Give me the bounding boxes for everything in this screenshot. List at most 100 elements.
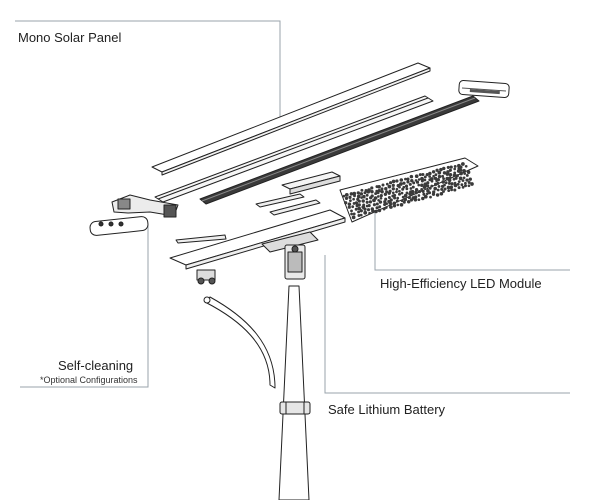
led-dot (400, 191, 404, 195)
led-dot (421, 190, 425, 193)
led-dot (420, 179, 424, 183)
led-dot (405, 191, 409, 195)
led-dot (401, 195, 405, 199)
led-dot (379, 196, 383, 200)
led-dot (426, 181, 430, 185)
led-dot (423, 178, 427, 182)
led-dot (447, 189, 451, 193)
led-dot (404, 184, 409, 188)
led-dot (391, 187, 395, 191)
led-dot (374, 209, 378, 214)
led-dot (396, 203, 400, 207)
led-dot (387, 196, 391, 199)
led-dot (413, 195, 418, 199)
led-dot (435, 168, 439, 172)
led-dot (374, 192, 378, 196)
led-dot (465, 178, 469, 182)
led-dot (410, 179, 414, 183)
led-dot (350, 209, 353, 213)
led-dot (384, 197, 388, 201)
led-dot (453, 164, 457, 168)
led-dot (377, 208, 382, 213)
led-dot (437, 184, 441, 188)
led-dot (352, 201, 356, 205)
led-dot (368, 211, 371, 215)
led-dot (367, 204, 371, 208)
led-dot (363, 207, 367, 211)
led-dot (436, 181, 440, 185)
led-dot (387, 184, 392, 189)
led-dot (457, 180, 461, 183)
led-dot (464, 164, 468, 168)
led-dot (349, 192, 354, 196)
led-dot (442, 190, 445, 193)
led-dot (461, 185, 465, 189)
led-dot (383, 192, 388, 196)
led-dot (365, 200, 369, 204)
led-dot (375, 202, 379, 206)
led-dot (370, 194, 374, 198)
led-dot (384, 187, 388, 191)
led-dot (449, 165, 453, 169)
module-strip-1 (255, 193, 305, 208)
led-dot (392, 204, 397, 208)
led-dot (422, 192, 426, 196)
led-dot (395, 190, 398, 194)
led-dot (460, 183, 464, 187)
led-dot (379, 193, 383, 198)
leader-lines (15, 20, 570, 394)
led-dot (405, 187, 409, 191)
led-dot (435, 193, 440, 197)
led-dot (441, 180, 446, 184)
led-dot (349, 199, 352, 203)
led-dot (453, 171, 457, 175)
led-dot (370, 207, 374, 211)
led-dot (440, 187, 444, 191)
led-dot (380, 187, 384, 191)
led-dot (359, 209, 363, 213)
led-dot (363, 191, 367, 195)
led-dot (467, 184, 471, 188)
led-dot (352, 197, 355, 201)
led-dot (421, 196, 425, 201)
led-dot (436, 178, 440, 182)
led-dot (360, 188, 364, 192)
leader-solar-panel (15, 20, 281, 120)
label-mono-solar-panel: Mono Solar Panel (18, 30, 122, 45)
led-dot (415, 180, 420, 184)
led-dot (361, 199, 365, 203)
cleaner-end-cap-left (89, 216, 149, 236)
led-dot (430, 184, 434, 188)
led-dot (453, 183, 458, 188)
led-dot (459, 168, 463, 172)
led-dot (447, 178, 452, 182)
led-dot (449, 185, 454, 190)
label-self-cleaning: Self-cleaning (58, 358, 134, 373)
led-dot (437, 174, 442, 179)
led-dot (409, 187, 413, 190)
leader-led-module (374, 187, 570, 271)
led-dot (464, 181, 467, 185)
led-dot (399, 202, 404, 207)
led-dot (406, 180, 410, 184)
led-dot (453, 188, 457, 192)
led-dot (442, 166, 446, 171)
led-dot (418, 173, 422, 177)
led-dot (429, 195, 432, 199)
led-dot (352, 191, 357, 196)
led-dot (409, 174, 414, 179)
led-dot (399, 178, 404, 182)
led-dot (442, 171, 447, 175)
led-dot (393, 196, 397, 200)
led-dot (459, 165, 463, 169)
label-led-module: High-Efficiency LED Module (380, 276, 542, 291)
led-dot (376, 195, 380, 198)
led-dot (382, 207, 386, 211)
led-dot (413, 198, 418, 202)
led-dot (417, 178, 421, 181)
led-dot (417, 198, 421, 202)
led-dot (403, 193, 408, 198)
main-pole (278, 285, 310, 500)
led-dot (466, 170, 471, 174)
led-dot (380, 190, 384, 194)
